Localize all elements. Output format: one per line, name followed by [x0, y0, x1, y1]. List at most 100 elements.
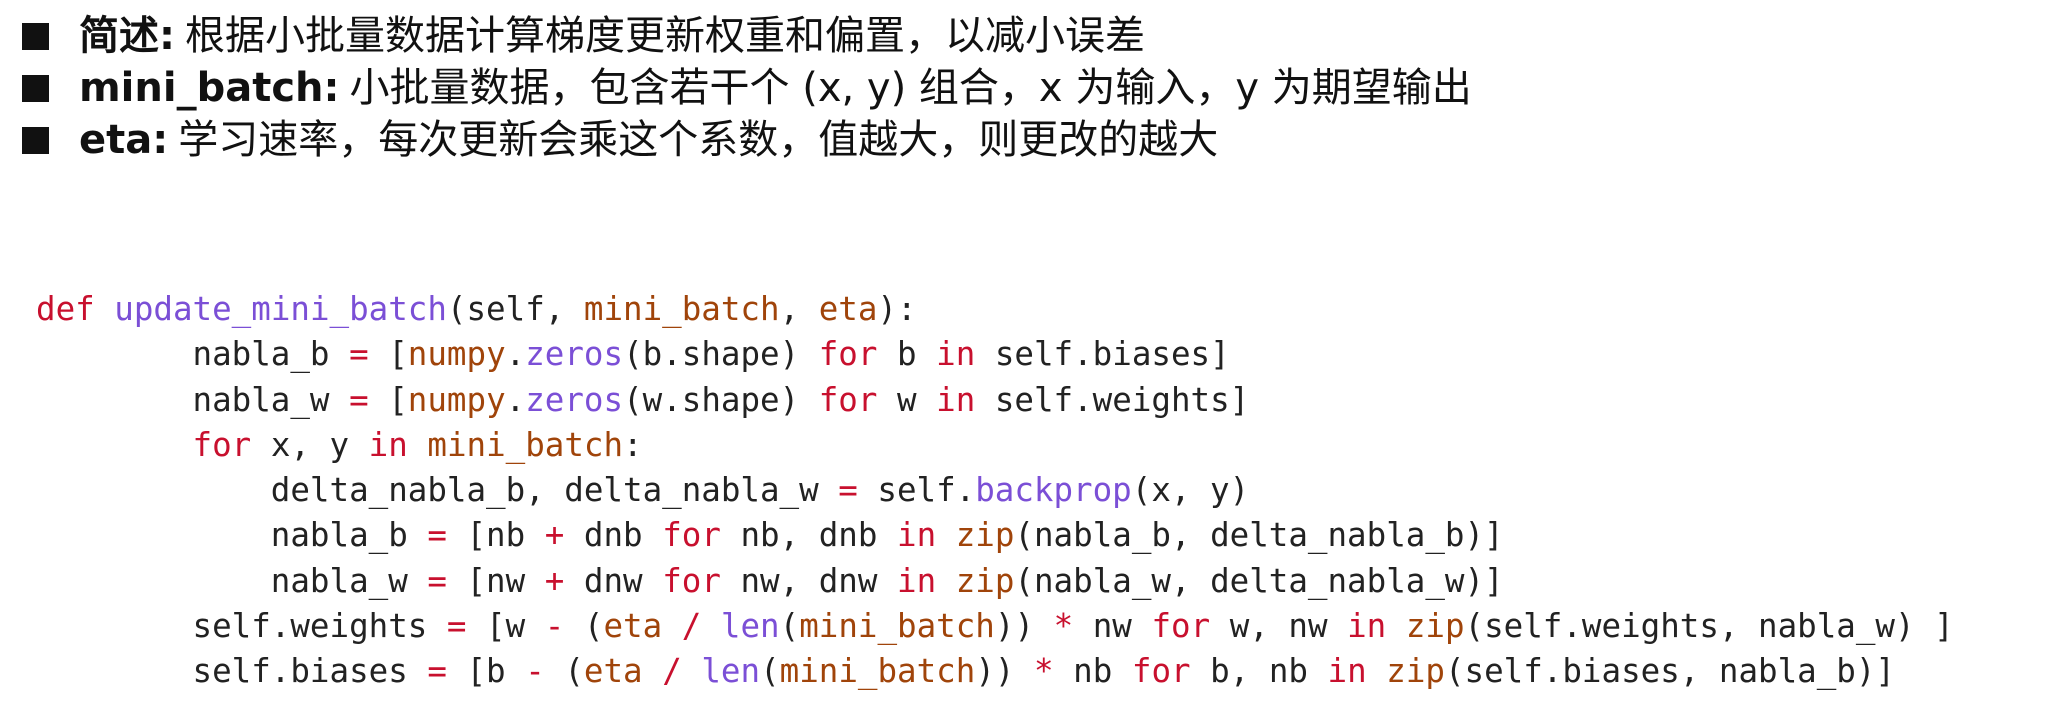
code-line: nabla_w = [numpy.zeros(w.shape) for w in…: [36, 378, 1954, 423]
code-token-keyword: for: [1131, 652, 1191, 691]
code-token-plain: [936, 562, 956, 600]
bullet-term: eta:: [79, 117, 169, 163]
square-bullet-icon: [22, 126, 49, 154]
code-token-param: zip: [1386, 652, 1445, 691]
code-token-plain: delta_nabla_b, delta_nabla_w: [36, 471, 839, 510]
code-token-keyword: for: [818, 335, 878, 374]
code-token-function: len: [720, 607, 780, 646]
code-token-param: zip: [955, 561, 1015, 600]
code-token-plain: [936, 516, 956, 554]
code-token-plain: dnb: [564, 516, 663, 555]
code-token-operator: =: [427, 652, 447, 691]
code-token-plain: [682, 652, 702, 690]
code-line: nabla_b = [nb + dnb for nb, dnb in zip(n…: [36, 513, 1954, 558]
code-line: self.biases = [b - (eta / len(mini_batch…: [36, 649, 1954, 694]
square-bullet-icon: [22, 22, 49, 50]
code-token-plain: nb, dnb: [720, 516, 897, 555]
code-token-keyword: in: [1327, 652, 1367, 691]
bullet-mini-batch: mini_batch: 小批量数据，包含若干个 (x, y) 组合，x 为输入，…: [22, 62, 2022, 114]
code-token-plain: [nb: [446, 516, 545, 555]
code-token-keyword: in: [936, 380, 976, 419]
code-token-plain: [w: [466, 607, 545, 646]
code-token-plain: nw: [1073, 607, 1152, 646]
code-token-operator: =: [427, 516, 447, 555]
code-token-plain: [408, 426, 428, 464]
code-token-plain: x, y: [251, 425, 369, 464]
code-line: delta_nabla_b, delta_nabla_w = self.back…: [36, 468, 1954, 513]
code-token-operator: *: [1053, 607, 1074, 646]
code-line: def update_mini_batch(self, mini_batch, …: [36, 287, 1954, 332]
code-token-param: mini_batch: [427, 425, 624, 464]
code-token-operator: +: [544, 561, 565, 600]
code-token-plain: (: [544, 652, 584, 691]
code-token-plain: (: [760, 652, 780, 691]
code-token-plain: (self,: [446, 290, 584, 328]
code-token-plain: )): [994, 607, 1054, 646]
code-block: def update_mini_batch(self, mini_batch, …: [36, 287, 1954, 695]
code-token-param: zip: [1405, 607, 1465, 646]
code-token-operator: -: [525, 652, 545, 691]
code-token-operator: +: [544, 516, 565, 555]
code-token-plain: [701, 607, 721, 645]
code-token-operator: /: [681, 607, 702, 646]
bullet-term: mini_batch:: [79, 65, 340, 111]
bullet-summary: 简述: 根据小批量数据计算梯度更新权重和偏置，以减小误差: [22, 10, 2022, 62]
code-token-plain: nabla_w: [36, 380, 350, 419]
code-token-plain: w: [877, 380, 937, 419]
code-token-plain: self.biases]: [975, 335, 1230, 374]
code-token-param: mini_batch: [779, 652, 976, 691]
code-token-function: update_mini_batch: [114, 290, 447, 328]
code-token-plain: b, nb: [1190, 652, 1328, 691]
code-token-plain: b: [877, 335, 937, 374]
code-token-plain: )): [975, 652, 1035, 691]
code-token-param: zip: [955, 516, 1015, 555]
code-token-plain: self.weights: [36, 607, 447, 646]
code-token-param: mini_batch: [583, 290, 780, 328]
code-token-operator: *: [1034, 652, 1054, 691]
code-token-plain: [: [368, 335, 408, 374]
code-token-plain: [36, 426, 193, 464]
bullet-text: 根据小批量数据计算梯度更新权重和偏置，以减小误差: [185, 13, 1145, 59]
code-line: nabla_b = [numpy.zeros(b.shape) for b in…: [36, 332, 1954, 377]
code-token-param: eta: [818, 290, 878, 328]
code-line: for x, y in mini_batch:: [36, 423, 1954, 468]
code-token-plain: nabla_w: [36, 561, 428, 600]
code-token-plain: ):: [877, 290, 917, 328]
code-line: self.weights = [w - (eta / len(mini_batc…: [36, 604, 1954, 649]
code-token-keyword: for: [818, 380, 878, 419]
code-token-param: numpy: [407, 380, 506, 419]
code-token-plain: self.biases: [36, 652, 428, 691]
code-token-operator: =: [349, 380, 369, 419]
code-token-operator: =: [838, 471, 858, 510]
code-token-keyword: for: [192, 425, 252, 464]
code-token-plain: (b.shape): [623, 335, 819, 374]
bullet-eta: eta: 学习速率，每次更新会乘这个系数，值越大，则更改的越大: [22, 114, 2022, 166]
code-token-function: zeros: [525, 335, 624, 374]
code-token-function: backprop: [975, 471, 1132, 510]
code-token-plain: w, nw: [1210, 607, 1348, 646]
code-token-plain: [643, 652, 663, 690]
code-token-function: len: [701, 652, 761, 691]
code-token-plain: (self.biases, nabla_b)]: [1444, 652, 1896, 691]
code-token-plain: (self.weights, nabla_w) ]: [1464, 607, 1954, 646]
code-token-param: mini_batch: [799, 607, 995, 646]
code-token-plain: (nabla_w, delta_nabla_w)]: [1014, 561, 1504, 600]
code-token-keyword: for: [1151, 607, 1211, 646]
code-token-keyword: in: [897, 516, 937, 555]
code-token-operator: -: [544, 607, 565, 646]
code-token-operator: =: [349, 335, 369, 374]
bullet-text: 小批量数据，包含若干个 (x, y) 组合，x 为输入，y 为期望输出: [349, 65, 1472, 111]
code-token-keyword: in: [897, 561, 937, 600]
code-token-operator: /: [662, 652, 682, 691]
code-token-plain: [b: [446, 652, 526, 691]
square-bullet-icon: [22, 74, 49, 102]
code-token-plain: [95, 290, 115, 328]
code-token-plain: [1386, 607, 1406, 645]
code-token-plain: self.: [857, 471, 976, 510]
code-token-plain: nw, dnw: [720, 561, 897, 600]
code-token-plain: (: [779, 607, 800, 646]
code-token-param: eta: [583, 652, 643, 691]
code-token-keyword: for: [662, 516, 721, 555]
code-token-plain: nb: [1053, 652, 1132, 691]
code-token-plain: nabla_b: [36, 335, 350, 374]
